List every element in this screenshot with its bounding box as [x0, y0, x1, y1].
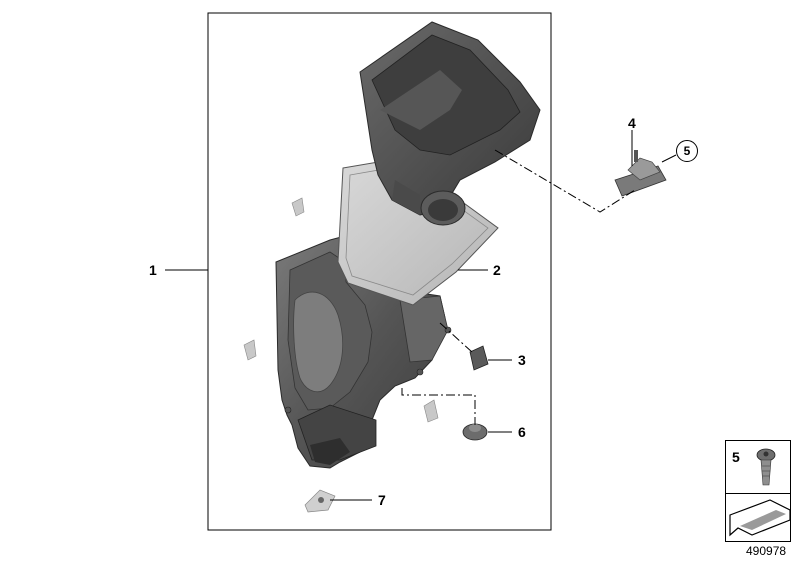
assembly-frame [207, 12, 552, 531]
legend-arrow-icon [729, 499, 791, 537]
dash-line-4 [494, 149, 636, 213]
part-4-sensor [614, 150, 667, 197]
leader-line-5 [661, 154, 677, 163]
legend-part-number: 5 [732, 449, 740, 465]
callout-2: 2 [493, 262, 501, 278]
legend-screw-icon [756, 448, 776, 486]
callout-7: 7 [378, 492, 386, 508]
callout-4: 4 [628, 115, 636, 131]
image-number: 490978 [746, 544, 787, 558]
callout-3: 3 [518, 352, 526, 368]
callout-6: 6 [518, 424, 526, 440]
dash-line-6 [401, 388, 476, 425]
legend-divider [726, 493, 790, 494]
part-3-shape [469, 345, 489, 371]
callout-5: 5 [676, 140, 698, 162]
legend-box: 5 [725, 440, 791, 542]
clip-lower [423, 399, 439, 423]
upper-cover [359, 21, 541, 226]
callout-1: 1 [149, 262, 157, 278]
clip-upper-left [291, 197, 305, 217]
clip-mid-left [243, 339, 257, 361]
dash-line-3 [439, 322, 473, 353]
